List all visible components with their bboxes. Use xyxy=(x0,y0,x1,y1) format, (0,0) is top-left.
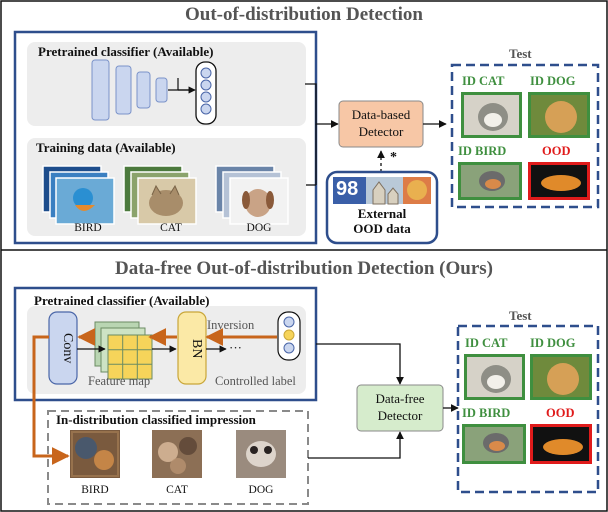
top-ood-label: OOD xyxy=(542,144,571,158)
bottom-dog-image xyxy=(530,354,592,400)
cat-stack xyxy=(123,165,197,225)
bird-caption: BIRD xyxy=(74,222,102,234)
top-network-icon xyxy=(91,59,217,125)
top-test-label: Test xyxy=(509,46,532,61)
bn-label: BN xyxy=(189,339,204,359)
bird-stack xyxy=(42,165,115,225)
dog-impression xyxy=(236,430,286,478)
conv-block xyxy=(48,311,78,385)
conv-label: Conv xyxy=(60,332,75,364)
bird-impression-caption: BIRD xyxy=(81,484,109,496)
bottom-bird-image xyxy=(462,424,526,464)
cat-impression xyxy=(152,430,202,478)
top-id-bird-label: ID BIRD xyxy=(458,144,507,158)
bottom-ood-label: OOD xyxy=(546,406,575,420)
top-cat-image xyxy=(461,92,522,138)
bottom-test-label: Test xyxy=(509,308,532,323)
training-data-label: Training data (Available) xyxy=(36,140,176,155)
feature-map-stack xyxy=(94,321,153,380)
top-test-panel xyxy=(450,63,600,209)
bn-block xyxy=(177,311,207,385)
cat-impression-caption: CAT xyxy=(166,484,188,496)
data-based-detector-label: Data-based Detector xyxy=(351,107,411,139)
star-mark: * xyxy=(390,150,397,165)
dog-caption: DOG xyxy=(246,222,272,234)
bottom-title: Data-free Out-of-distribution Detection … xyxy=(115,258,493,279)
external-ood-label: External OOD data xyxy=(353,206,411,236)
bottom-classifier-label: Pretrained classifier (Available) xyxy=(34,293,210,308)
ood-number: 98 xyxy=(336,178,359,200)
bottom-id-cat-label: ID CAT xyxy=(465,336,508,350)
top-id-dog-label: ID DOG xyxy=(530,74,576,88)
top-ood-image xyxy=(528,162,590,200)
bird-impression xyxy=(70,430,120,478)
feature-map-label: Feature map xyxy=(88,374,151,388)
bottom-id-dog-label: ID DOG xyxy=(530,336,576,350)
controlled-label-text: Controlled label xyxy=(215,374,296,388)
top-bird-image xyxy=(458,162,522,200)
bottom-id-bird-label: ID BIRD xyxy=(462,406,511,420)
forward-dots: ··· xyxy=(229,340,242,355)
data-free-detector-label: Data-free Detector xyxy=(375,391,425,423)
dog-stack xyxy=(215,165,289,225)
cat-caption: CAT xyxy=(160,222,182,234)
top-dog-image xyxy=(528,92,590,138)
top-title: Out-of-distribution Detection xyxy=(184,4,423,25)
impression-label: In-distribution classified impression xyxy=(56,412,256,427)
bottom-cat-image xyxy=(464,354,525,400)
top-id-cat-label: ID CAT xyxy=(462,74,505,88)
inversion-label: Inversion xyxy=(207,318,255,332)
dog-impression-caption: DOG xyxy=(248,484,274,496)
bottom-test-panel xyxy=(456,324,600,494)
top-classifier-label: Pretrained classifier (Available) xyxy=(38,44,214,59)
bottom-ood-image xyxy=(530,424,592,464)
